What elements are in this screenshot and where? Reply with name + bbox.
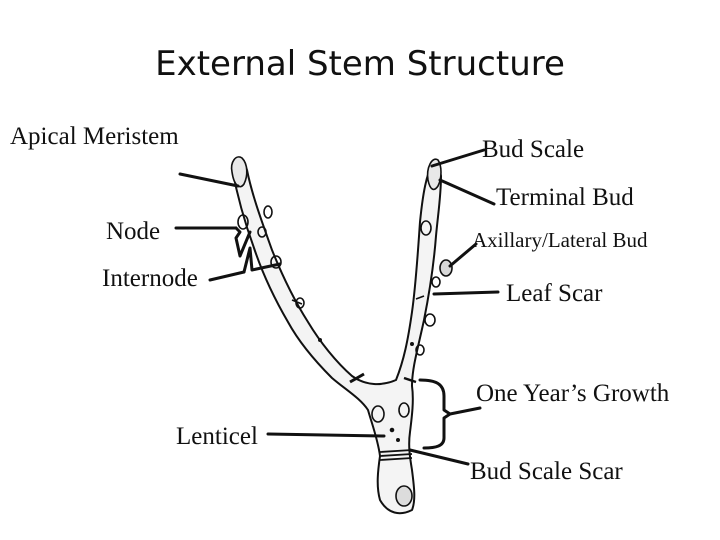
bud-scale-line <box>430 148 486 168</box>
internode-label: Internode <box>102 265 198 292</box>
axillary-bud-label: Axillary/Lateral Bud <box>472 228 648 252</box>
leaf-scar-line <box>432 290 500 296</box>
one-years-growth-line <box>448 406 482 416</box>
one-years-growth-label: One Year’s Growth <box>476 380 670 407</box>
lateral-bud-3 <box>257 226 267 238</box>
lenticel-dot-3 <box>317 337 322 342</box>
apical-meristem-label: Apical Meristem <box>10 123 179 150</box>
bud-details <box>230 156 453 507</box>
lenticel-label: Lenticel <box>176 423 258 450</box>
bud-scale-label: Bud Scale <box>482 136 585 163</box>
page-title: External Stem Structure <box>155 44 565 84</box>
terminal-bud-line <box>438 178 496 206</box>
twig-outline <box>231 161 442 515</box>
lateral-bud-5 <box>295 297 305 309</box>
lateral-bud-1 <box>237 214 249 230</box>
bud-scale-scar-line <box>408 448 470 466</box>
bud-scale-scar-label: Bud Scale Scar <box>470 458 623 485</box>
lenticel-dot-2 <box>395 437 400 442</box>
internode-line <box>208 270 246 282</box>
leader-lines <box>174 148 500 466</box>
axillary-bud-line <box>448 242 478 268</box>
lateral-bud-8 <box>431 276 441 288</box>
leaf-scar-mark-2 <box>415 295 425 300</box>
stem-base-scar <box>395 485 413 507</box>
lenticel-line <box>266 432 386 438</box>
branch-junction-scar-2 <box>398 402 410 418</box>
terminal-bud-label: Terminal Bud <box>496 184 634 211</box>
apical-meristem-line <box>178 172 240 188</box>
twig-drawing <box>231 161 442 515</box>
lateral-bud-9 <box>424 313 436 327</box>
growth-ring-right <box>403 376 417 384</box>
bud-scale-scar-rings <box>379 449 413 461</box>
one-years-growth-bracket <box>418 378 452 450</box>
lateral-bud-7 <box>439 259 453 277</box>
internode-bracket <box>242 246 282 274</box>
node-label: Node <box>106 218 161 245</box>
lateral-bud-6 <box>420 220 432 236</box>
lenticel-dot-4 <box>409 341 414 346</box>
growth-ring-left <box>349 372 365 384</box>
leaf-scar-mark-1 <box>291 299 303 305</box>
lateral-bud-4 <box>270 255 282 269</box>
node-bracket <box>234 226 252 258</box>
lateral-bud-10 <box>415 344 425 356</box>
leaf-scar-label: Leaf Scar <box>506 280 603 307</box>
lenticel-dot-1 <box>389 427 395 433</box>
lateral-bud-2 <box>263 205 273 219</box>
branch-junction-scar <box>371 405 385 423</box>
